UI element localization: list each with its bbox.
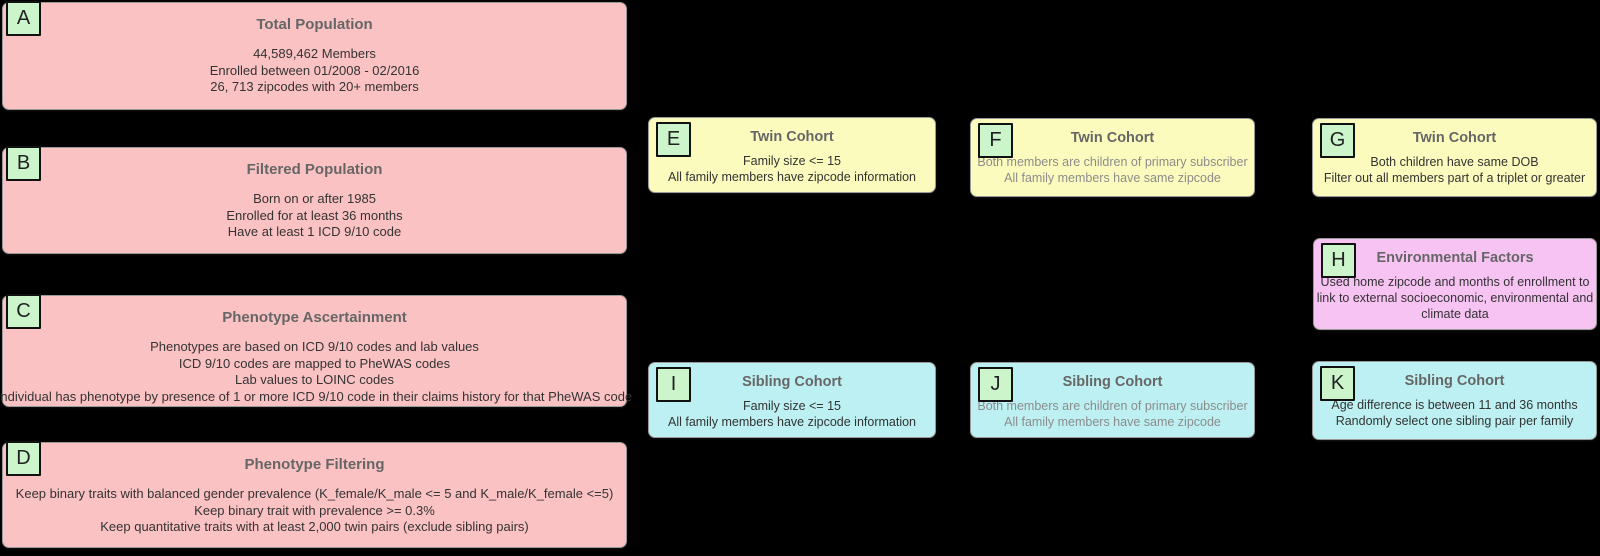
node-title: Twin Cohort: [750, 129, 834, 145]
node-text-line: Family size <= 15: [743, 399, 841, 413]
node-text-line: Randomly select one sibling pair per fam…: [1335, 414, 1574, 428]
node-title: Phenotype Ascertainment: [222, 309, 407, 326]
node-badge-a: A: [6, 1, 41, 36]
node-environmental-factors: H Environmental Factors Used home zipcod…: [1313, 238, 1597, 330]
node-text-line: Age difference is between 11 and 36 mont…: [1331, 398, 1578, 412]
node-title: Total Population: [256, 16, 373, 33]
node-text-line: Filter out all members part of a triplet…: [1323, 171, 1586, 185]
node-text-line: Phenotypes are based on ICD 9/10 codes a…: [150, 339, 479, 354]
node-text-line: Enrolled between 01/2008 - 02/2016: [209, 62, 420, 78]
node-title: Twin Cohort: [1412, 130, 1497, 146]
node-text-line: Lab values to LOINC codes: [235, 372, 394, 387]
node-text-line: Keep binary trait with prevalence >= 0.3…: [194, 502, 435, 518]
node-sibling-cohort-k: K Sibling Cohort Age difference is betwe…: [1312, 361, 1597, 440]
node-text-line: Have at least 1 ICD 9/10 code: [227, 224, 402, 239]
node-title: Twin Cohort: [1070, 130, 1155, 146]
node-badge-f: F: [978, 123, 1013, 158]
node-badge-i: I: [656, 367, 691, 402]
node-text-line: climate data: [1421, 307, 1489, 321]
node-title: Sibling Cohort: [1404, 373, 1505, 389]
node-text-line: All family members have zipcode informat…: [667, 170, 917, 184]
node-text-line: Individual has phenotype by presence of …: [0, 388, 633, 404]
node-sibling-cohort-i: I Sibling Cohort Family size <= 15 All f…: [648, 362, 936, 438]
node-twin-cohort-g: G Twin Cohort Both children have same DO…: [1312, 118, 1597, 197]
node-badge-b: B: [6, 146, 41, 181]
node-text-line: Born on or after 1985: [253, 191, 376, 206]
node-badge-k: K: [1320, 366, 1355, 401]
node-phenotype-filtering: D Phenotype Filtering Keep binary traits…: [2, 441, 627, 548]
node-badge-c: C: [6, 294, 41, 329]
node-text-line: All family members have same zipcode: [1004, 171, 1221, 185]
node-text-line: ICD 9/10 codes are mapped to PheWAS code…: [178, 355, 451, 371]
node-text-line: link to external socioeconomic, environm…: [1316, 291, 1594, 305]
node-text-line: Family size <= 15: [743, 154, 841, 168]
node-sibling-cohort-j: J Sibling Cohort Both members are childr…: [970, 362, 1255, 438]
node-badge-e: E: [656, 122, 691, 157]
node-title: Environmental Factors: [1376, 250, 1534, 266]
node-text-line: Both children have same DOB: [1370, 155, 1539, 169]
node-text-line: All family members have zipcode informat…: [667, 415, 917, 429]
node-text-line: Enrolled for at least 36 months: [226, 207, 403, 223]
node-badge-d: D: [6, 441, 41, 476]
node-text-line: 26, 713 zipcodes with 20+ members: [210, 79, 419, 94]
node-phenotype-ascertainment: C Phenotype Ascertainment Phenotypes are…: [0, 294, 632, 407]
node-twin-cohort-f: F Twin Cohort Both members are children …: [970, 118, 1255, 197]
node-twin-cohort-e: E Twin Cohort Family size <= 15 All fami…: [648, 117, 936, 193]
node-text-line: All family members have same zipcode: [1004, 415, 1221, 429]
node-text-line: Used home zipcode and months of enrollme…: [1320, 275, 1590, 289]
node-title: Phenotype Filtering: [244, 456, 385, 473]
node-title: Filtered Population: [246, 161, 383, 178]
node-text-line: 44,589,462 Members: [253, 46, 376, 61]
node-badge-g: G: [1320, 123, 1355, 158]
node-text-line: Keep binary traits with balanced gender …: [15, 486, 614, 501]
node-title: Sibling Cohort: [1062, 374, 1163, 390]
node-text-line: Keep quantitative traits with at least 2…: [100, 519, 529, 534]
node-title: Sibling Cohort: [742, 374, 842, 390]
node-badge-j: J: [978, 367, 1013, 402]
node-badge-h: H: [1321, 243, 1356, 278]
node-text-line: Both members are children of primary sub…: [977, 155, 1248, 169]
node-text-line: Both members are children of primary sub…: [977, 399, 1248, 413]
node-total-population: A Total Population 44,589,462 Members En…: [2, 1, 627, 110]
node-filtered-population: B Filtered Population Born on or after 1…: [2, 146, 627, 254]
